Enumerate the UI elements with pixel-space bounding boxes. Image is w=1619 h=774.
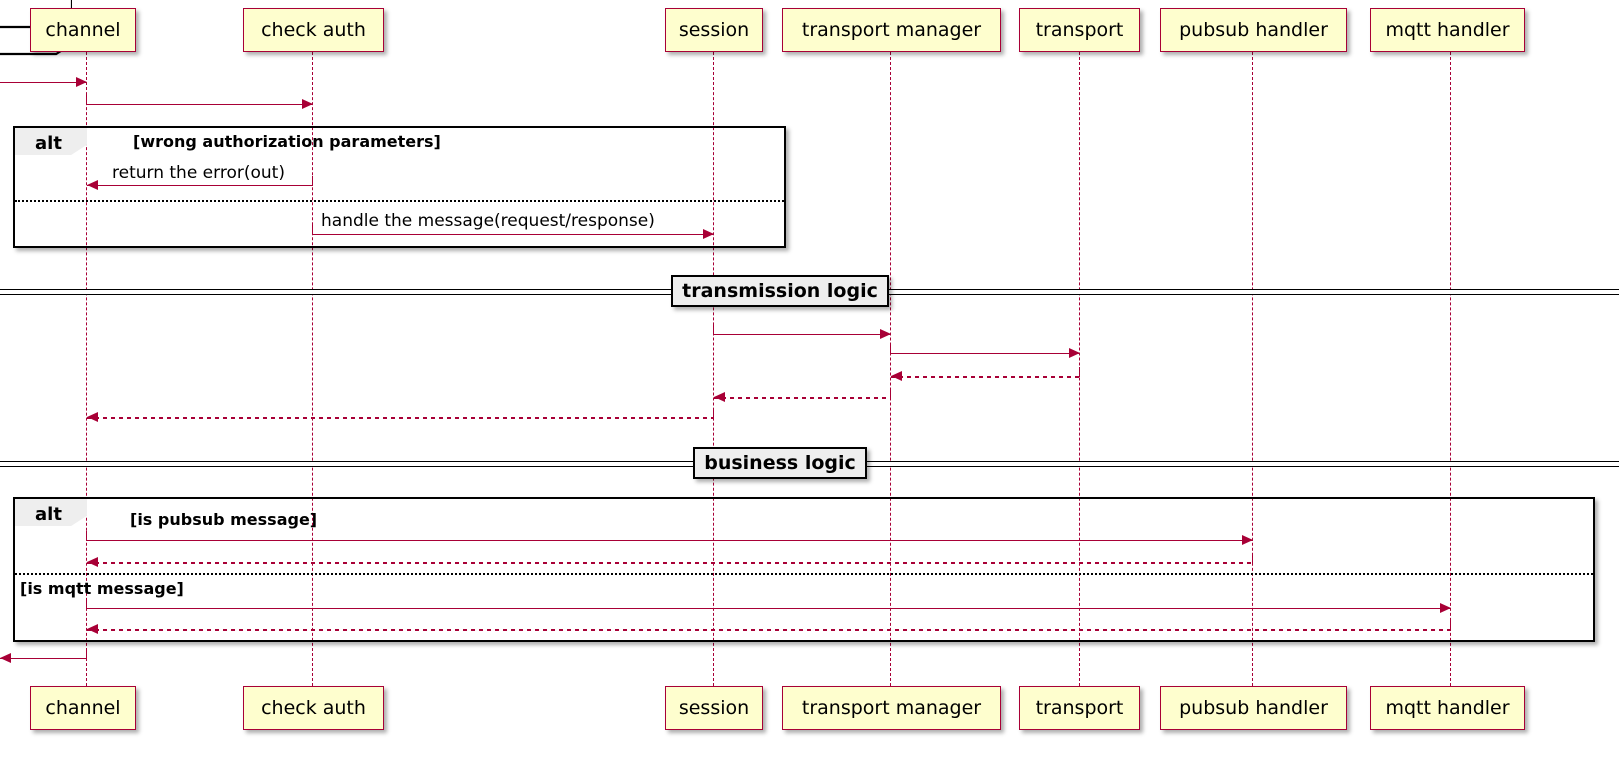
arrow-head-m-session-to-tm bbox=[880, 329, 891, 339]
group-tab-alt-authorization bbox=[15, 128, 87, 155]
participant-label: transport manager bbox=[801, 18, 982, 41]
group-condition-alt-authorization-0: [wrong authorization parameters] bbox=[133, 132, 441, 151]
message-stub-m-session-to-channel bbox=[713, 408, 715, 418]
participant-mqtt_handler-head[interactable]: mqtt handler bbox=[1370, 8, 1525, 52]
participant-check_auth-head[interactable]: check auth bbox=[243, 8, 384, 52]
separator-label: business logic bbox=[704, 451, 856, 474]
participant-transport-foot[interactable]: transport bbox=[1019, 686, 1140, 730]
group-condition-alt-message-type-0: [is pubsub message] bbox=[130, 510, 318, 529]
lifeline-session bbox=[713, 52, 715, 686]
group-tab-alt-message-type bbox=[15, 499, 87, 526]
participant-label: pubsub handler bbox=[1179, 18, 1328, 41]
message-stub-m-channel-to-mqtt bbox=[86, 599, 88, 609]
message-line-m-mqtt-to-channel bbox=[87, 629, 1451, 631]
participant-label: mqtt handler bbox=[1385, 696, 1510, 719]
message-line-m-tm-to-session bbox=[714, 397, 891, 399]
message-stub-m-exit bbox=[86, 649, 88, 659]
arrow-head-m-transport-to-tm bbox=[891, 371, 902, 381]
message-line-m-return-error bbox=[87, 185, 313, 186]
participant-label: transport bbox=[1035, 18, 1124, 41]
participant-transport_manager-foot[interactable]: transport manager bbox=[782, 686, 1001, 730]
separator-transmission-logic[interactable]: transmission logic bbox=[671, 275, 889, 307]
group-divider-alt-authorization bbox=[15, 200, 784, 202]
participant-label: transport bbox=[1035, 696, 1124, 719]
message-line-m-channel-to-mqtt bbox=[87, 608, 1451, 609]
message-line-m-channel-to-pubsub bbox=[87, 540, 1253, 541]
arrow-head-m-channel-to-pubsub bbox=[1242, 535, 1253, 545]
separator-business-logic[interactable]: business logic bbox=[693, 447, 867, 479]
message-stub-m-session-to-tm bbox=[713, 325, 715, 335]
participant-pubsub_handler-foot[interactable]: pubsub handler bbox=[1160, 686, 1347, 730]
lifeline-check_auth bbox=[312, 52, 314, 686]
message-stub-m-tm-to-session bbox=[890, 388, 892, 398]
message-label-m-handle-message: handle the message(request/response) bbox=[321, 211, 655, 231]
participant-mqtt_handler-foot[interactable]: mqtt handler bbox=[1370, 686, 1525, 730]
arrow-head-m-tm-to-transport bbox=[1069, 348, 1080, 358]
message-line-m-transport-to-tm bbox=[891, 376, 1080, 378]
participant-check_auth-foot[interactable]: check auth bbox=[243, 686, 384, 730]
participant-transport_manager-head[interactable]: transport manager bbox=[782, 8, 1001, 52]
message-stub-m-transport-to-tm bbox=[1079, 367, 1081, 377]
arrow-head-m-return-error bbox=[87, 180, 98, 190]
message-line-m-entry bbox=[0, 82, 87, 83]
participant-channel-foot[interactable]: channel bbox=[30, 686, 136, 730]
lifeline-pubsub_handler bbox=[1252, 52, 1254, 686]
participant-label: session bbox=[678, 18, 750, 41]
arrow-head-m-pubsub-to-channel bbox=[87, 557, 98, 567]
message-line-m-pubsub-to-channel bbox=[87, 562, 1253, 564]
participant-label: channel bbox=[45, 18, 121, 41]
lifeline-transport_manager bbox=[890, 52, 892, 686]
message-stub-m-auth-request bbox=[86, 95, 88, 105]
arrow-head-m-mqtt-to-channel bbox=[87, 624, 98, 634]
group-divider-alt-message-type bbox=[15, 573, 1593, 575]
message-stub-m-mqtt-to-channel bbox=[1450, 620, 1452, 630]
message-stub-m-pubsub-to-channel bbox=[1252, 553, 1254, 563]
arrow-head-m-channel-to-mqtt bbox=[1440, 603, 1451, 613]
participant-label: session bbox=[678, 696, 750, 719]
participant-session-foot[interactable]: session bbox=[665, 686, 763, 730]
group-tab-text-alt-authorization: alt bbox=[35, 133, 62, 154]
message-line-m-handle-message bbox=[313, 234, 714, 235]
message-line-m-exit bbox=[0, 658, 87, 659]
separator-label: transmission logic bbox=[682, 279, 878, 302]
lifeline-mqtt_handler bbox=[1450, 52, 1452, 686]
message-stub-m-return-error bbox=[312, 176, 314, 186]
arrow-head-m-exit bbox=[0, 653, 11, 663]
participant-pubsub_handler-head[interactable]: pubsub handler bbox=[1160, 8, 1347, 52]
participant-label: channel bbox=[45, 696, 121, 719]
participant-label: mqtt handler bbox=[1385, 18, 1510, 41]
participant-label: check auth bbox=[261, 18, 366, 41]
message-line-m-tm-to-transport bbox=[891, 353, 1080, 354]
message-line-m-auth-request bbox=[87, 104, 313, 105]
participant-label: check auth bbox=[261, 696, 366, 719]
message-line-m-session-to-tm bbox=[714, 334, 891, 335]
participant-label: pubsub handler bbox=[1179, 696, 1328, 719]
arrow-head-m-handle-message bbox=[703, 229, 714, 239]
participant-channel-head[interactable]: channel bbox=[30, 8, 136, 52]
arrow-head-m-entry bbox=[76, 77, 87, 87]
group-tab-text-alt-message-type: alt bbox=[35, 504, 62, 525]
participant-label: transport manager bbox=[801, 696, 982, 719]
group-alt-authorization bbox=[13, 126, 786, 248]
participant-transport-head[interactable]: transport bbox=[1019, 8, 1140, 52]
message-label-m-return-error: return the error(out) bbox=[112, 163, 285, 183]
group-condition-alt-message-type-1: [is mqtt message] bbox=[20, 579, 184, 598]
arrow-head-m-tm-to-session bbox=[714, 392, 725, 402]
arrow-head-m-session-to-channel bbox=[87, 412, 98, 422]
message-stub-m-handle-message bbox=[312, 225, 314, 235]
lifeline-channel bbox=[86, 52, 88, 686]
message-stub-m-tm-to-transport bbox=[890, 344, 892, 354]
arrow-head-m-auth-request bbox=[302, 99, 313, 109]
message-stub-m-channel-to-pubsub bbox=[86, 531, 88, 541]
group-alt-message-type bbox=[13, 497, 1595, 642]
message-line-m-session-to-channel bbox=[87, 417, 714, 419]
participant-session-head[interactable]: session bbox=[665, 8, 763, 52]
